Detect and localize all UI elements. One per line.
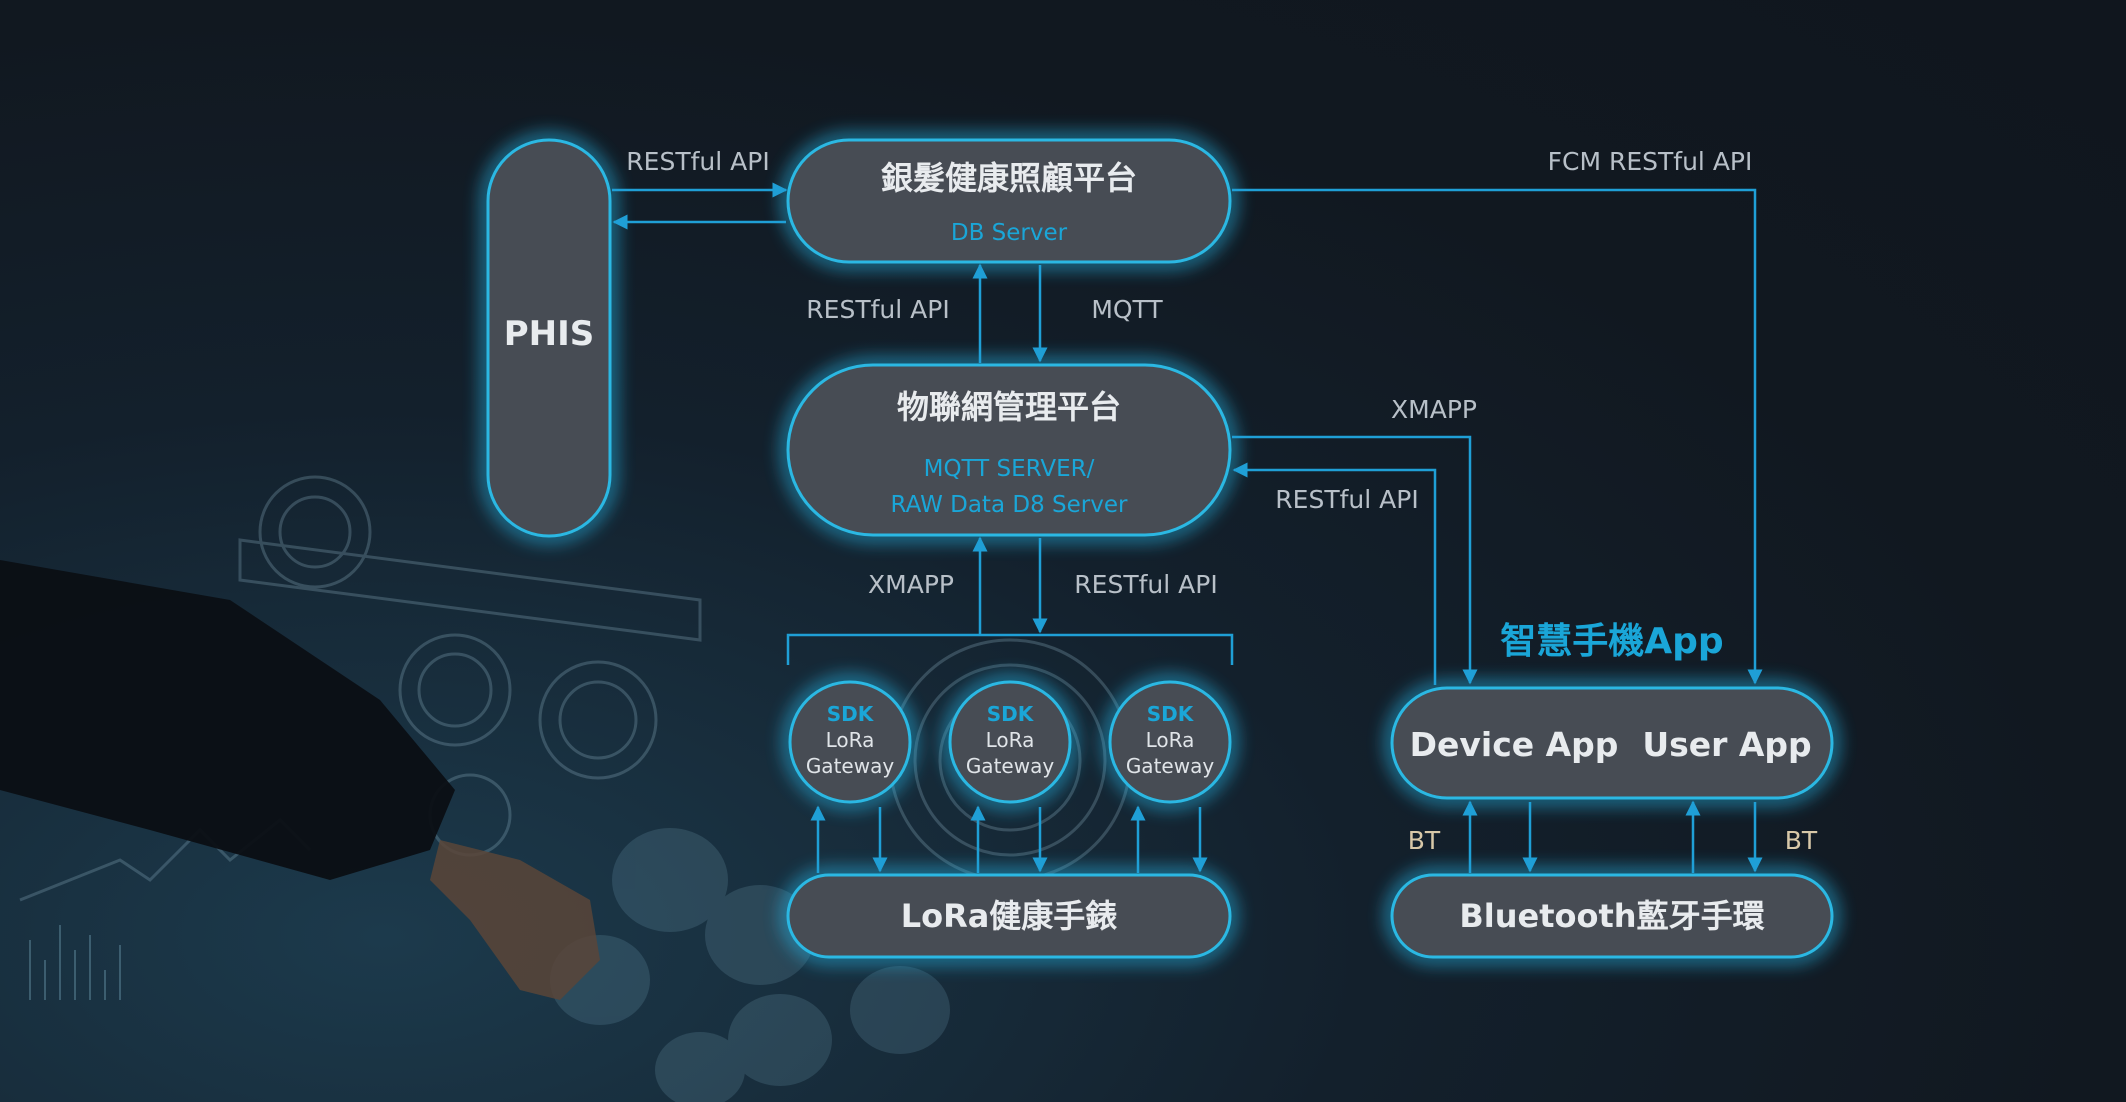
platform-title: 銀髮健康照顧平台 [881, 159, 1137, 197]
edge-label-platform-iot-mqtt: MQTT [1091, 295, 1163, 324]
gateway-sdk-label: SDK [987, 702, 1035, 726]
gateway-name-label: Gateway [1126, 754, 1215, 778]
edge-label-bt-right: BT [1785, 826, 1818, 855]
gateway-name-label: Gateway [806, 754, 895, 778]
phis-node: PHIS [486, 138, 612, 538]
edge-label-iot-gw-rest: RESTful API [1074, 570, 1217, 599]
smart-app-heading: 智慧手機App [1500, 621, 1723, 662]
edge-label-platform-iot-rest: RESTful API [806, 295, 949, 324]
edge-label-iot-gw-xmapp: XMAPP [868, 570, 954, 599]
edge-label-fcm: FCM RESTful API [1548, 147, 1753, 176]
lora-watch-label: LoRa健康手錶 [901, 897, 1118, 935]
iot-title: 物聯網管理平台 [897, 388, 1121, 426]
lora-watch-node: LoRa健康手錶 [786, 873, 1232, 959]
bluetooth-band-node: Bluetooth藍牙手環 [1390, 873, 1834, 959]
gateway-type-label: LoRa [1146, 728, 1195, 752]
edge-fcm [1232, 188, 1763, 685]
iot-subtitle-2: RAW Data D8 Server [891, 492, 1128, 518]
edge-label-iot-app-rest: RESTful API [1275, 485, 1418, 514]
gateway-type-label: LoRa [826, 728, 875, 752]
gateway-node-3: SDK LoRa Gateway [1108, 680, 1232, 804]
edge-label-iot-app-xmapp: XMAPP [1391, 395, 1477, 424]
gateway-sdk-label: SDK [1147, 702, 1195, 726]
device-app-label: Device App [1410, 725, 1619, 764]
gateway-name-label: Gateway [966, 754, 1055, 778]
health-care-platform-node: 銀髮健康照顧平台 DB Server [786, 138, 1232, 264]
smart-app-node: Device App User App [1390, 686, 1834, 800]
user-app-label: User App [1642, 725, 1811, 764]
phis-label: PHIS [504, 314, 595, 354]
gateway-sdk-label: SDK [827, 702, 875, 726]
gateway-bus [786, 633, 1234, 665]
iot-platform-node: 物聯網管理平台 MQTT SERVER/ RAW Data D8 Server [786, 363, 1232, 537]
gateway-node-1: SDK LoRa Gateway [788, 680, 912, 804]
edge-label-bt-left: BT [1408, 826, 1441, 855]
edge-label-phis-platform: RESTful API [626, 147, 769, 176]
connections [612, 182, 1763, 873]
edge-rest-app-to-iot [1232, 462, 1437, 685]
gateway-type-label: LoRa [986, 728, 1035, 752]
gateway-node-2: SDK LoRa Gateway [948, 680, 1072, 804]
platform-subtitle: DB Server [951, 220, 1068, 246]
edge-xmapp-iot-to-app [1232, 435, 1478, 685]
bluetooth-band-label: Bluetooth藍牙手環 [1459, 897, 1764, 935]
iot-subtitle-1: MQTT SERVER/ [924, 456, 1095, 482]
